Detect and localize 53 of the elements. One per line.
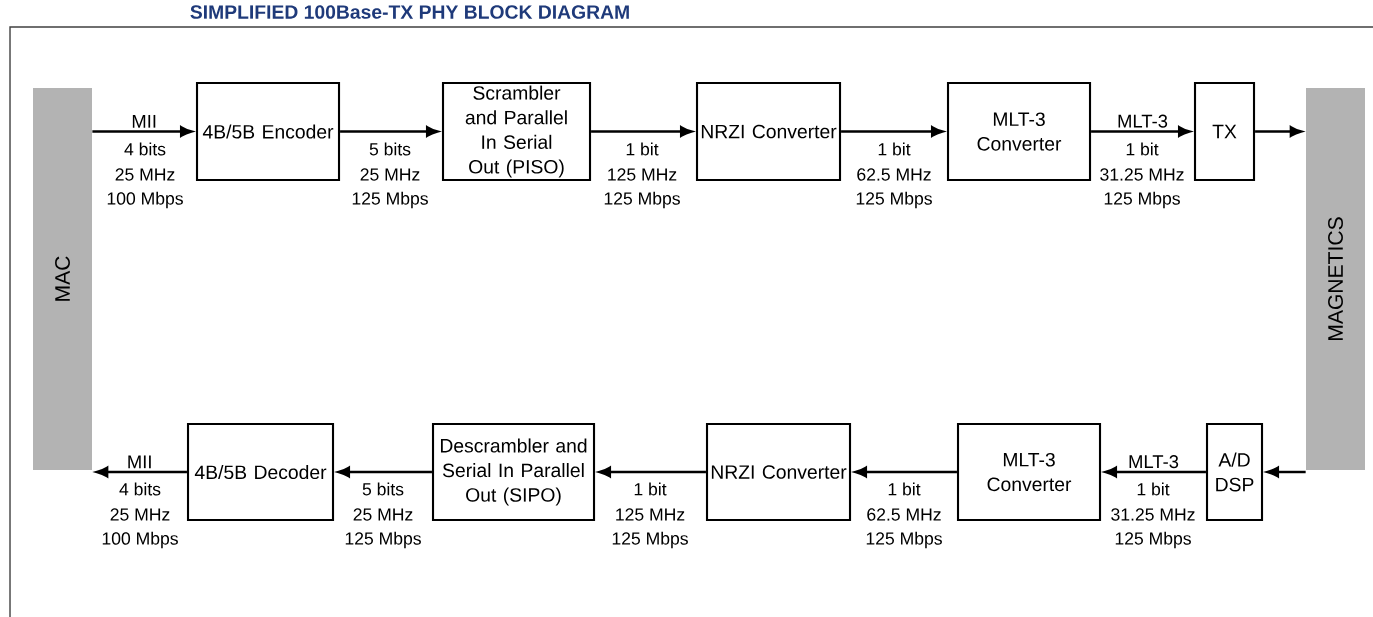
signal-rate: 1 bit [888, 482, 921, 496]
arrow [1104, 466, 1206, 478]
process-box: Descrambler and Serial In Parallel Out (SIPO) [431, 422, 596, 522]
signal-rate: 62.5 MHz [867, 508, 941, 521]
edge-label: MLT-3 [1126, 453, 1181, 470]
signal-rate: 125 Mbps [352, 191, 428, 209]
signal-rate: 100 Mbps [102, 531, 178, 549]
signal-rate: 4 bits [124, 142, 166, 156]
signal-rate: 62.5 MHz [857, 168, 931, 181]
signal-rate: 1 bit [1137, 482, 1170, 496]
process-box: Scrambler and Parallel In Serial Out (PISO) [441, 81, 592, 182]
process-box: TX [1193, 81, 1256, 182]
signal-rate: 1 bit [634, 482, 667, 496]
arrow [1266, 466, 1306, 478]
signal-rate: 1 bit [626, 142, 659, 156]
process-box: NRZI Converter [695, 81, 842, 182]
signal-rate: 5 bits [369, 142, 411, 156]
process-box: MLT-3 Converter [946, 81, 1092, 182]
arrow [337, 466, 432, 478]
arrow [854, 466, 957, 478]
signal-rate: 31.25 MHz [1100, 168, 1184, 181]
process-box: 4B/5B Decoder [186, 422, 335, 522]
signal-rate: 25 MHz [115, 168, 175, 181]
edge-label: MII [125, 453, 155, 470]
signal-rate: 4 bits [119, 482, 161, 496]
edge-label: MLT-3 [1115, 112, 1170, 130]
signal-rate: 100 Mbps [107, 191, 183, 209]
signal-rate: 125 Mbps [866, 531, 942, 549]
signal-rate: 125 Mbps [1104, 191, 1180, 209]
signal-rate: 1 bit [878, 142, 911, 156]
process-box: 4B/5B Encoder [195, 81, 341, 182]
edge-label: MII [129, 113, 159, 130]
signal-rate: 25 MHz [353, 508, 413, 521]
signal-rate: 125 Mbps [604, 191, 680, 209]
arrow [95, 466, 187, 478]
side-bar: MAGNETICS [1306, 88, 1365, 470]
signal-rate: 25 MHz [110, 508, 170, 521]
process-box: A/D DSP [1205, 422, 1264, 522]
signal-rate: 5 bits [362, 482, 404, 496]
signal-rate: 125 MHz [616, 508, 685, 521]
signal-rate: 31.25 MHz [1111, 508, 1195, 521]
signal-rate: 125 Mbps [1115, 531, 1191, 549]
side-bar: MAC [33, 88, 92, 470]
arrow [598, 466, 706, 478]
process-box: MLT-3 Converter [956, 422, 1102, 522]
signal-rate: 1 bit [1126, 142, 1159, 156]
signal-rate: 125 MHz [608, 168, 677, 181]
title: SIMPLIFIED 100Base-TX PHY BLOCK DIAGRAM [190, 5, 629, 19]
signal-rate: 125 Mbps [345, 531, 421, 549]
signal-rate: 125 Mbps [856, 191, 932, 209]
signal-rate: 125 Mbps [612, 531, 688, 549]
signal-rate: 25 MHz [360, 168, 420, 181]
process-box: NRZI Converter [705, 422, 852, 522]
